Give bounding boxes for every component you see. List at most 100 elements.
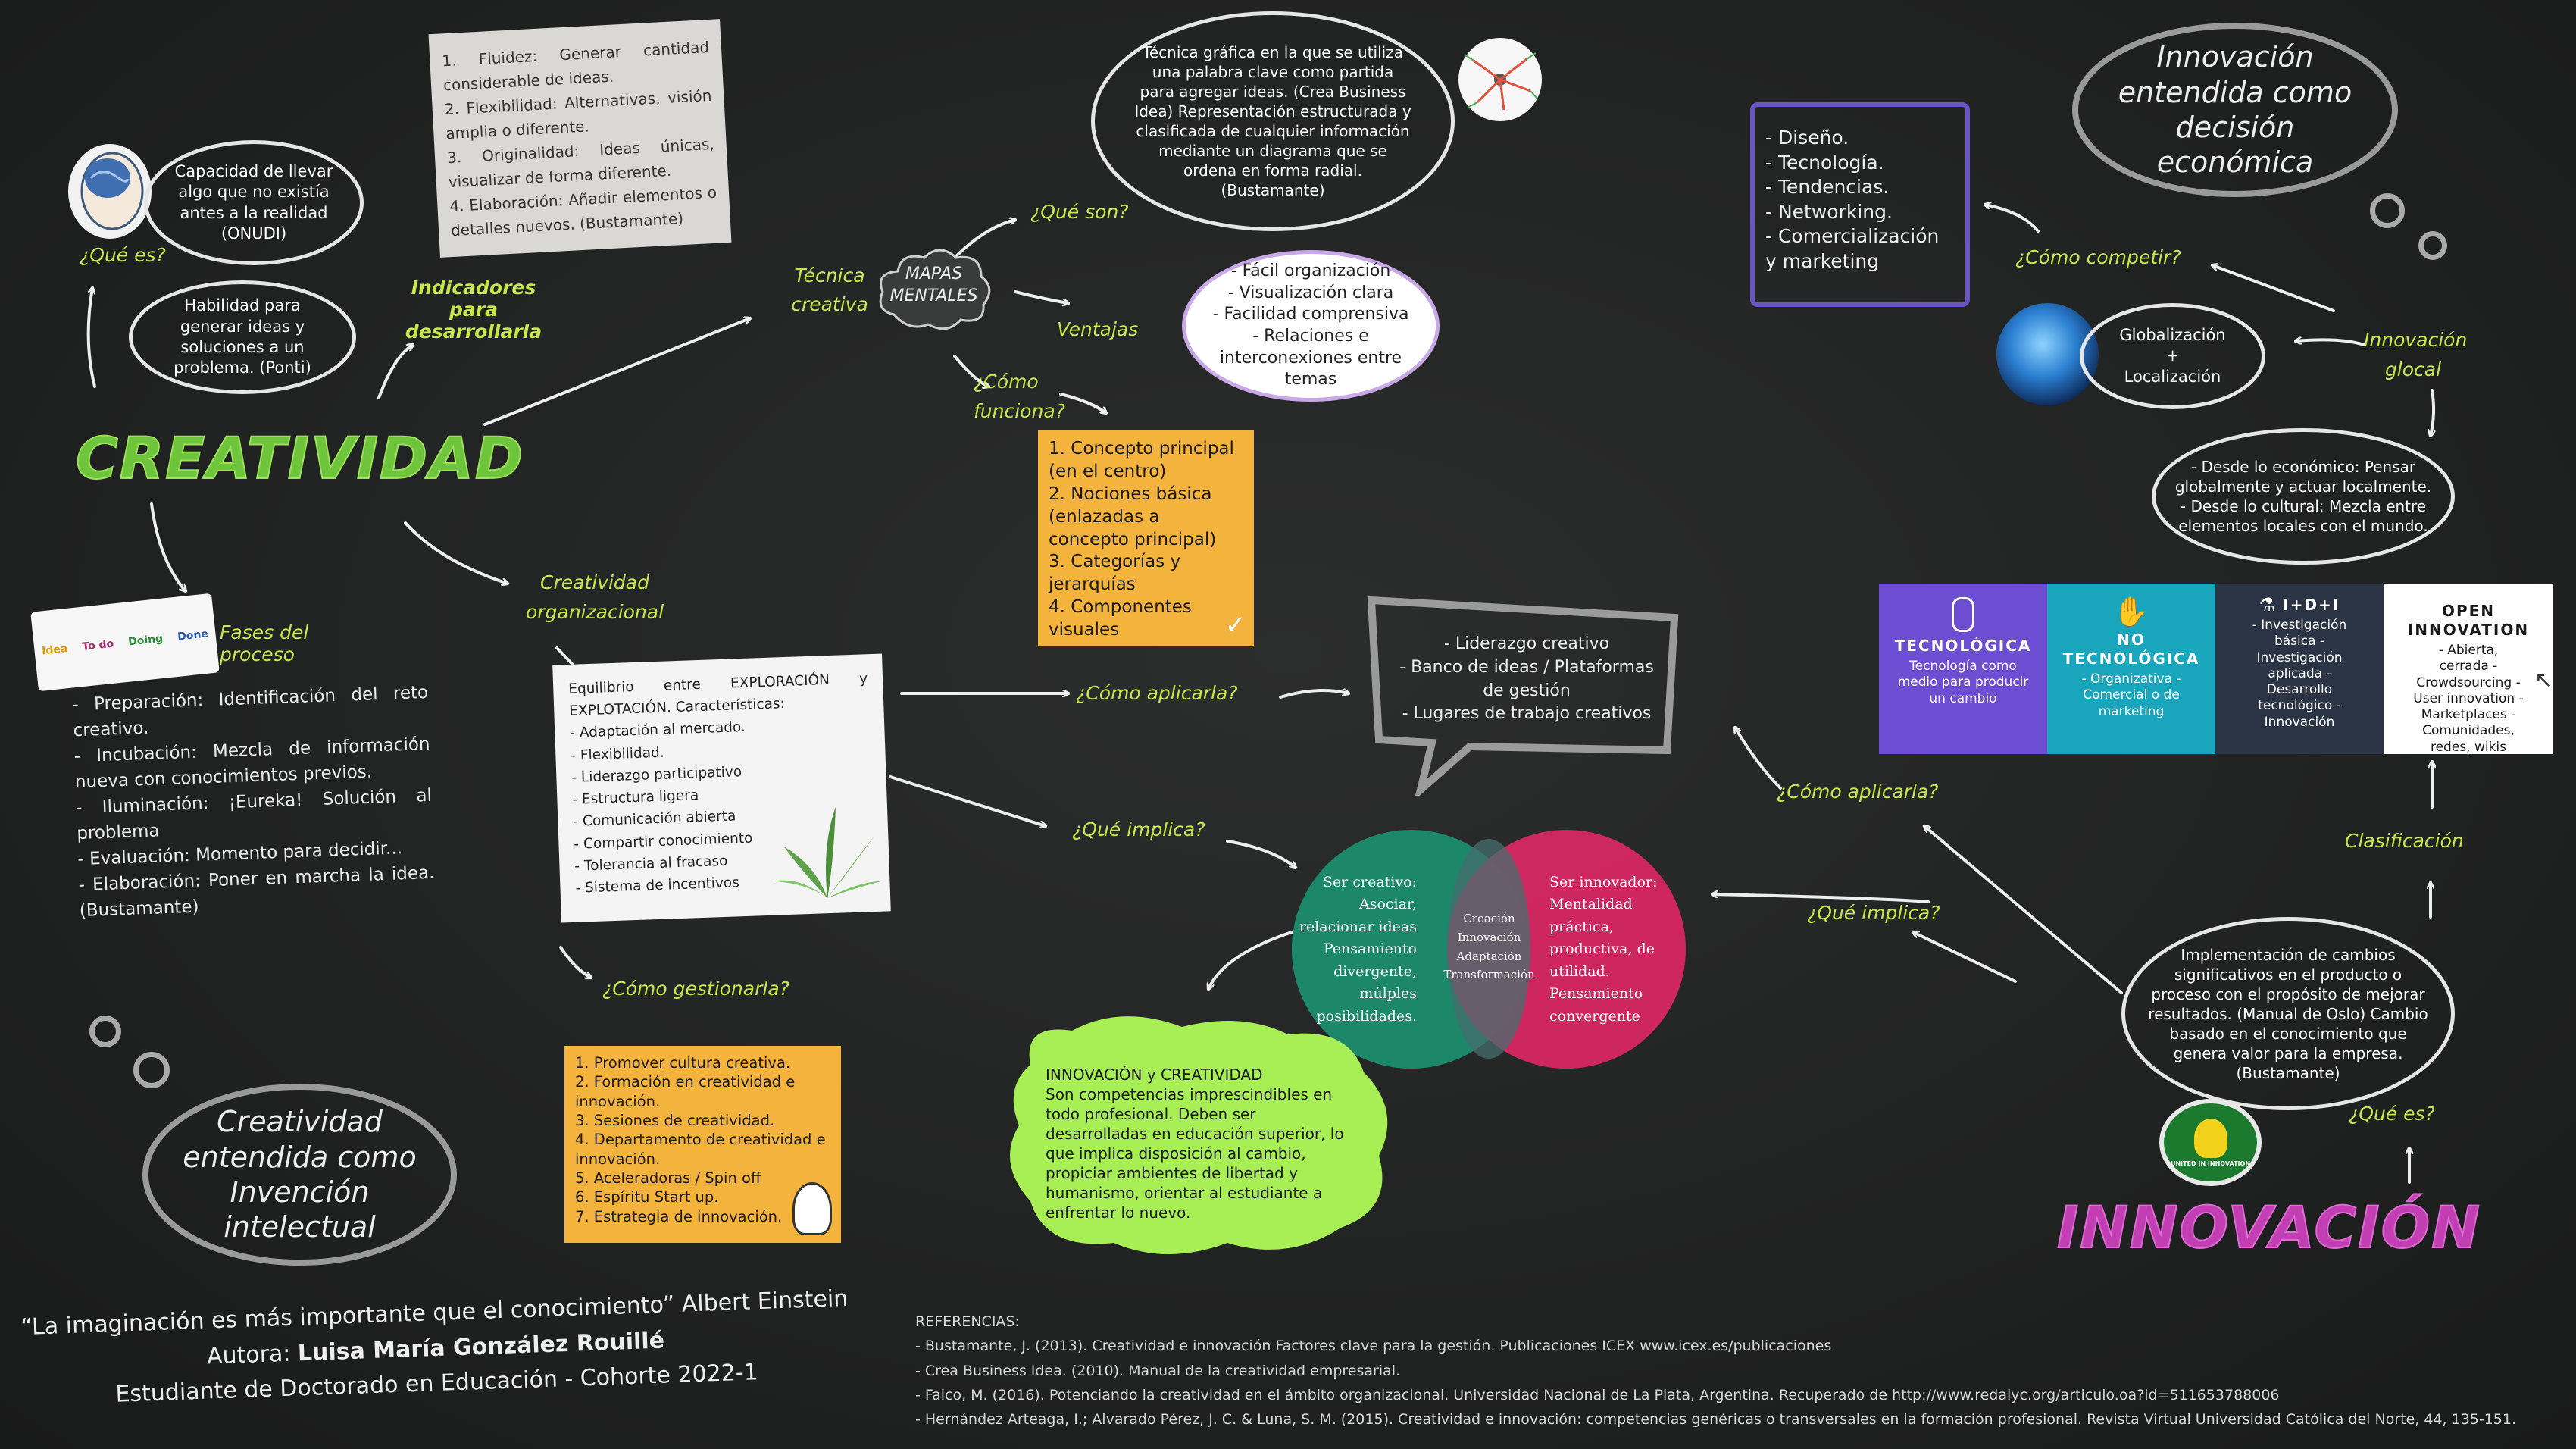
tipo-text: - Abierta, cerrada - Crowdsourcing - Use… [2413, 643, 2524, 755]
brain-head-icon [68, 144, 152, 239]
aplicar-list: - Liderazgo creativo - Banco de ideas / … [1394, 633, 1659, 726]
ventajas-bubble: - Fácil organización - Visualización cla… [1182, 250, 1440, 402]
glocal-text-2: - Desde lo cultural: Mezcla entre elemen… [2178, 497, 2428, 535]
indicadores-label: Indicadores para desarrollarla [405, 277, 542, 343]
glocal-item: Globalización [2119, 326, 2226, 345]
que-son-label: ¿Qué son? [1030, 201, 1129, 223]
glocal-item: Localización [2124, 367, 2221, 386]
gestion-item: 3. Sesiones de creatividad. [575, 1112, 775, 1130]
reference-item: - Hernández Arteaga, I.; Alvarado Pérez,… [915, 1411, 2517, 1429]
conclusion-text: Son competencias imprescindibles en todo… [1046, 1085, 1344, 1222]
clasificacion-cards: TECNOLÓGICA Tecnología como medio para p… [1879, 584, 2553, 755]
blob-shape [1010, 1016, 1388, 1254]
done-icon: Done [177, 627, 209, 643]
ventaja-item: - Relaciones e interconexiones entre tem… [1219, 327, 1402, 390]
decor-ring [2418, 231, 2447, 260]
creatividad-title: CREATIVIDAD [75, 424, 524, 493]
ventaja-item: - Facilidad comprensiva [1212, 305, 1409, 324]
venn-left-text: Ser creativo: Asociar, relacionar ideas … [1299, 874, 1417, 1025]
venn-center-item: Innovación [1457, 930, 1521, 944]
references: REFERENCIAS: - Bustamante, J. (2013). Cr… [915, 1310, 2559, 1432]
fases-list: - Preparación: Identificación del reto c… [72, 680, 436, 924]
inn-como-aplicarla-label: ¿Cómo aplicarla? [1777, 781, 1939, 803]
tipo-text: - Organizativa - Comercial o de marketin… [2081, 671, 2181, 719]
paso-item: 1. Concepto principal (en el centro) [1049, 439, 1234, 481]
conclusion-text-block: INNOVACIÓN y CREATIVIDAD Son competencia… [1046, 1065, 1356, 1222]
hand-icon: ✋ [2113, 595, 2149, 628]
venn-center-item: Adaptación [1456, 949, 1522, 963]
como-funciona-note: 1. Concepto principal (en el centro) 2. … [1038, 430, 1254, 646]
aplicar-item: - Liderazgo creativo [1443, 634, 1610, 653]
autora-label: Autora: [206, 1340, 292, 1370]
venn-center-item: Creación [1463, 912, 1515, 925]
innovacion-glocal-label: Innovación glocal [2364, 329, 2468, 380]
decor-ring [89, 1016, 121, 1047]
venn-diagram: Ser creativo: Asociar, relacionar ideas … [1292, 830, 1686, 1072]
competir-item: - Networking. [1765, 200, 1893, 223]
competir-item: - Comercialización y marketing [1765, 225, 1940, 272]
venn-intersection [1447, 839, 1530, 1059]
creatividad-que-es-label: ¿Qué es? [80, 244, 166, 266]
gestion-item: 2. Formación en creatividad e innovación… [575, 1073, 796, 1110]
glocal-text-1: - Desde lo económico: Pensar globalmente… [2174, 458, 2432, 496]
gestionar-note: 1. Promover cultura creativa. 2. Formaci… [564, 1046, 841, 1243]
doing-icon: Doing [127, 632, 164, 649]
aplicar-speech-bubble: - Liderazgo creativo - Banco de ideas / … [1364, 591, 1682, 801]
reference-item: - Falco, M. (2016). Potenciando la creat… [915, 1386, 2280, 1404]
mindmap-thumbnail-icon [1458, 38, 1542, 121]
glocal-text-ellipse: - Desde lo económico: Pensar globalmente… [2152, 428, 2455, 565]
venn-center-text: Creación Innovación Adaptación Transform… [1442, 909, 1537, 984]
mapas-mentales-cloud: MAPAS MENTALES [871, 243, 996, 337]
venn-center-item: Transformación [1443, 968, 1535, 982]
tipo-title: NO TECNOLÓGICA [2062, 631, 2200, 668]
tipo-text: Tecnología como medio para producir un c… [1897, 659, 2029, 706]
inn-que-es-label: ¿Qué es? [2349, 1103, 2435, 1125]
creatividad-definition-2: Habilidad para generar ideas y solucione… [129, 280, 356, 394]
gestion-item: 4. Departamento de creatividad e innovac… [575, 1131, 826, 1168]
org-como-aplicarla-label: ¿Cómo aplicarla? [1076, 682, 1238, 704]
competir-box: - Diseño. - Tecnología. - Tendencias. - … [1750, 102, 1970, 307]
speech-bubble-shape [1367, 596, 1679, 801]
lamp-icon: ⚗ [2259, 593, 2276, 615]
inn-que-implica-label: ¿Qué implica? [1807, 902, 1940, 924]
ventaja-item: - Fácil organización [1230, 261, 1391, 281]
venn-right-text: Ser innovador: Mentalidad práctica, prod… [1549, 874, 1658, 1025]
innovacion-decision-ellipse: Innovación entendida como decisión econó… [2072, 23, 2398, 197]
ventajas-label: Ventajas [1057, 318, 1139, 340]
todo-icon: To do [81, 637, 114, 653]
reference-item: - Bustamante, J. (2013). Creatividad e i… [915, 1338, 1832, 1355]
paso-item: 3. Categorías y jerarquías [1049, 552, 1181, 595]
tecnica-label: Técnica creativa [791, 264, 868, 315]
succulent-plant-icon [774, 806, 883, 899]
lightbulb-icon [792, 1182, 832, 1235]
organizacional-card: Equilibrio entre EXPLORACIÓN y EXPLOTACI… [552, 653, 891, 923]
como-gestionarla-label: ¿Cómo gestionarla? [602, 978, 789, 1000]
glocal-bubble: Globalización + Localización [2080, 303, 2265, 409]
mouse-icon [1952, 597, 1974, 632]
que-son-ellipse: Técnica gráfica en la que se utiliza una… [1091, 11, 1455, 231]
creatividad-invencion-ellipse: Creatividad entendida como Invención int… [142, 1084, 457, 1266]
conclusion-blob: INNOVACIÓN y CREATIVIDAD Son competencia… [1000, 1012, 1398, 1262]
innovation-badge-icon: UNITED IN INNOVATION [2159, 1099, 2262, 1186]
definition-2-text: Habilidad para generar ideas y solucione… [174, 296, 311, 377]
tipo-card-idi: ⚗ I+D+I - Investigación básica - Investi… [2215, 584, 2384, 754]
aplicar-item: - Lugares de trabajo creativos [1402, 704, 1652, 724]
org-que-implica-label: ¿Qué implica? [1072, 818, 1205, 840]
innovacion-definition-text: Implementación de cambios significativos… [2148, 945, 2428, 1082]
tipo-text: - Investigación básica - Investigación a… [2252, 618, 2347, 730]
decision-text: Innovación entendida como decisión econó… [2118, 40, 2352, 180]
idi-title: ⚗ I+D+I [2259, 591, 2340, 618]
indicadores-note: 1. Fluidez: Generar cantidad considerabl… [428, 19, 732, 258]
tipo-card-open: OPEN INNOVATION - Abierta, cerrada - Cro… [2384, 584, 2553, 755]
mapas-mentales-text: MAPAS MENTALES [889, 264, 978, 305]
definition-1-text: Capacidad de llevar algo que no existía … [174, 161, 333, 243]
cloud-icon [879, 249, 991, 330]
creatividad-definition-1: Capacidad de llevar algo que no existía … [144, 140, 364, 265]
tipo-card-tecnologica: TECNOLÓGICA Tecnología como medio para p… [1879, 584, 2047, 754]
como-competir-label: ¿Cómo competir? [2015, 246, 2181, 268]
paso-item: 4. Componentes visuales [1049, 597, 1192, 640]
badge-bulb [2193, 1118, 2227, 1158]
badge-text: UNITED IN INNOVATION [2170, 1160, 2251, 1167]
